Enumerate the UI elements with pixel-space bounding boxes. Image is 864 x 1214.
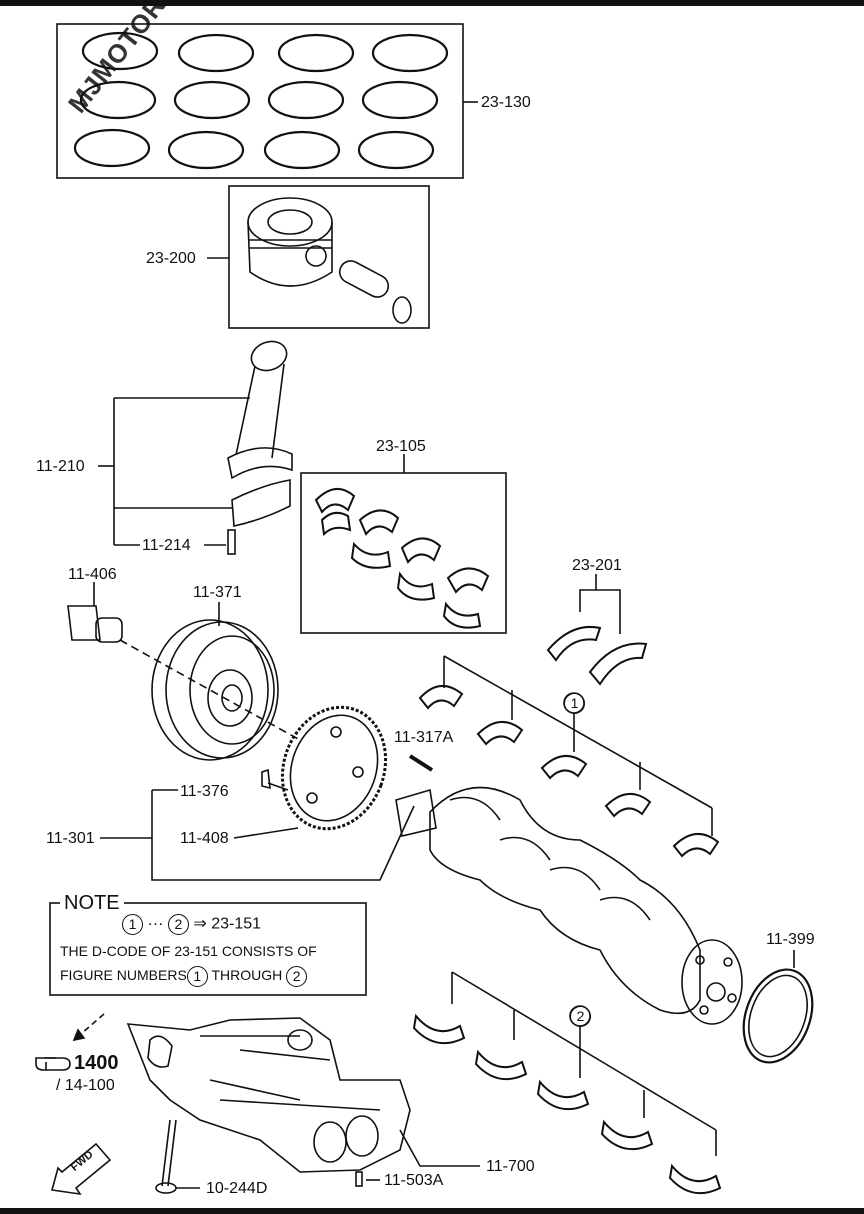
note-num-2: 2 xyxy=(167,914,189,935)
note-ellipsis: ··· xyxy=(147,915,164,933)
note-line-2: THE D-CODE OF 23-151 CONSISTS OF xyxy=(60,943,317,959)
note-box xyxy=(49,902,367,996)
piston-assembly xyxy=(207,185,430,329)
label-11-371: 11-371 xyxy=(193,584,242,601)
callout-1: 1 xyxy=(564,693,585,714)
reluctor-ring xyxy=(233,705,434,839)
note-line-3-num2: 2 xyxy=(286,966,308,987)
note-num-1: 1 xyxy=(122,914,143,935)
label-1400: 1400 xyxy=(74,1052,119,1074)
oil-pump-assembly xyxy=(72,1013,480,1194)
label-11-301: 11-301 xyxy=(46,830,95,847)
callout-2-text: 2 xyxy=(570,1006,591,1027)
callout-1-text: 1 xyxy=(564,693,585,714)
note-title: NOTE xyxy=(60,893,124,913)
label-23-130: 23-130 xyxy=(481,94,531,111)
callout-2: 2 xyxy=(570,1006,591,1027)
top-border xyxy=(0,0,864,6)
rear-oil-seal xyxy=(742,950,814,1064)
crankshaft xyxy=(100,786,743,1025)
label-11-408: 11-408 xyxy=(180,830,229,847)
note-line-3a: FIGURE NUMBERS xyxy=(60,967,187,984)
main-bearing-upper xyxy=(418,655,720,858)
pulley-bolt xyxy=(67,582,123,643)
label-11-376: 11-376 xyxy=(180,783,229,800)
label-11-214: 11-214 xyxy=(142,537,191,554)
bottom-border xyxy=(0,1208,864,1214)
note-ref: 23-151 xyxy=(211,915,262,933)
label-11-317a: 11-317A xyxy=(394,729,454,746)
note-line-1: 1 ··· 2 ⇒ 23-151 xyxy=(122,914,261,935)
rod-bearing-set xyxy=(300,454,507,634)
label-11-503a: 11-503A xyxy=(384,1172,444,1189)
label-23-105: 23-105 xyxy=(376,438,426,455)
thrust-bearing-set xyxy=(546,574,648,686)
label-11-700: 11-700 xyxy=(486,1158,535,1175)
label-11-399: 11-399 xyxy=(766,931,815,948)
piston-ring-set xyxy=(56,23,478,179)
note-line-3-num1: 1 xyxy=(186,966,208,987)
label-11-210: 11-210 xyxy=(36,458,85,475)
label-10-244d: 10-244D xyxy=(206,1180,268,1197)
label-14-100: / 14-100 xyxy=(56,1077,115,1094)
forward-arrow-icon xyxy=(50,1142,112,1196)
label-11-406: 11-406 xyxy=(68,566,117,583)
note-line-3b: THROUGH xyxy=(211,967,283,984)
pointing-hand-icon xyxy=(35,1057,71,1071)
main-bearing-lower xyxy=(412,971,722,1195)
connecting-rod xyxy=(98,340,293,555)
note-arrow: ⇒ xyxy=(193,915,207,933)
label-23-201: 23-201 xyxy=(572,557,622,574)
crankshaft-pulley xyxy=(119,602,301,761)
label-23-200: 23-200 xyxy=(146,250,196,267)
